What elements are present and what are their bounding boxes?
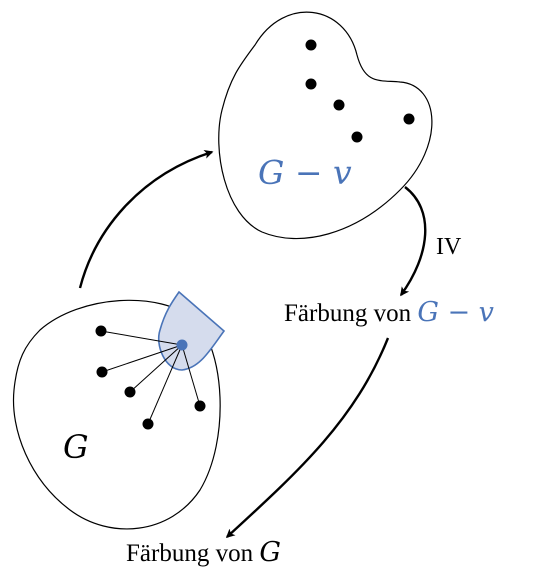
label-induction-hypothesis: IV (436, 234, 462, 260)
edge (181, 344, 201, 407)
edge (101, 344, 183, 373)
label-g-minus-v: G − v (258, 153, 352, 192)
vertex (305, 39, 317, 51)
vertex (403, 113, 415, 125)
edge (129, 344, 183, 393)
edge (147, 344, 183, 425)
graph-g-outline (12, 299, 221, 530)
label-coloring-g: Färbung von G (126, 537, 281, 568)
vertex (305, 78, 317, 90)
vertex-v (176, 339, 188, 351)
label-coloring-g-math: G (259, 537, 281, 568)
arrow-remove-vertex (78, 149, 214, 289)
vertex (351, 131, 363, 143)
label-g: G (63, 428, 89, 466)
label-coloring-g-text: Färbung von (126, 540, 254, 567)
vertex (194, 400, 206, 412)
vertex (333, 99, 345, 111)
vertex-neighborhood-region (158, 290, 226, 371)
label-coloring-g-minus-v-text: Färbung von (284, 300, 412, 327)
arrow-extend-coloring (225, 337, 390, 539)
label-coloring-g-minus-v: Färbung von G − v (284, 297, 494, 328)
arrow-induction-hypothesis (400, 186, 427, 297)
graph-g-minus-v-outline (218, 11, 433, 240)
label-coloring-g-minus-v-math: G − v (417, 297, 494, 328)
vertex (124, 386, 136, 398)
vertex (142, 418, 154, 430)
vertex (95, 325, 107, 337)
vertex (96, 366, 108, 378)
edge (100, 330, 183, 346)
